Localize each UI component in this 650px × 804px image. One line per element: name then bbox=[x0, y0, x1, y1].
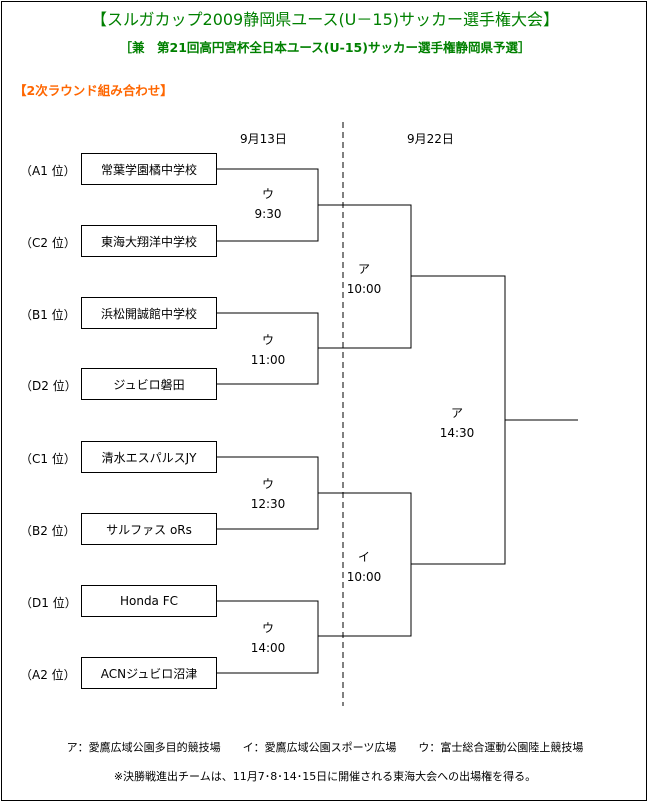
seed-label: （D2 位） bbox=[20, 379, 77, 393]
match-venue: イ bbox=[357, 550, 370, 564]
match-time: 14:30 bbox=[439, 426, 475, 440]
date-second: 9月22日 bbox=[407, 132, 454, 146]
seed-label: （D1 位） bbox=[20, 596, 77, 610]
seed-label: （A1 位） bbox=[20, 164, 76, 178]
team-box: ジュビロ磐田 bbox=[81, 368, 217, 400]
seed-label: （C1 位） bbox=[20, 452, 76, 466]
seed-label: （B2 位） bbox=[20, 524, 76, 538]
match-venue: ウ bbox=[261, 621, 274, 635]
match-label: イ 10:00 bbox=[334, 547, 394, 587]
match-time: 14:00 bbox=[250, 641, 286, 655]
match-venue: ア bbox=[357, 262, 370, 276]
seed-label: （C2 位） bbox=[20, 236, 76, 250]
date-first: 9月13日 bbox=[240, 132, 287, 146]
team-box: 常葉学園橘中学校 bbox=[81, 153, 217, 185]
match-label: ウ 9:30 bbox=[238, 184, 298, 224]
match-venue: ア bbox=[450, 406, 463, 420]
team-box: ACNジュビロ沼津 bbox=[81, 657, 217, 689]
match-venue: ウ bbox=[261, 477, 274, 491]
team-box: 東海大翔洋中学校 bbox=[81, 225, 217, 257]
footnote: ※決勝戦進出チームは、11月7･8･14･15日に開催される東海大会への出場権を… bbox=[113, 770, 537, 783]
match-time: 10:00 bbox=[346, 282, 382, 296]
match-venue: ウ bbox=[261, 333, 274, 347]
match-label: ウ 14:00 bbox=[238, 618, 298, 658]
team-box: Honda FC bbox=[81, 585, 217, 617]
page-subtitle: ［兼 第21回高円宮杯全日本ユース(U-15)サッカー選手権静岡県予選］ bbox=[119, 40, 531, 55]
match-venue: ウ bbox=[261, 187, 274, 201]
match-label: ウ 12:30 bbox=[238, 474, 298, 514]
match-label: ウ 11:00 bbox=[238, 330, 298, 370]
match-time: 11:00 bbox=[250, 353, 286, 367]
final-match-label: ア 14:30 bbox=[427, 403, 487, 443]
page-title: 【スルガカップ2009静岡県ユース(U－15)サッカー選手権大会】 bbox=[91, 10, 559, 29]
round-label: 【2次ラウンド組み合わせ】 bbox=[14, 83, 173, 98]
venues-legend: ア：愛鷹広域公園多目的競技場 イ：愛鷹広域公園スポーツ広場 ウ：富士総合運動公園… bbox=[66, 741, 584, 754]
bracket-line bbox=[217, 600, 319, 674]
team-box: 清水エスパルスJY bbox=[81, 441, 217, 473]
match-time: 9:30 bbox=[254, 207, 282, 221]
seed-label: （A2 位） bbox=[20, 668, 76, 682]
team-box: サルファス oRs bbox=[81, 513, 217, 545]
match-label: ア 10:00 bbox=[334, 259, 394, 299]
match-time: 12:30 bbox=[250, 497, 286, 511]
seed-label: （B1 位） bbox=[20, 308, 76, 322]
team-box: 浜松開誠館中学校 bbox=[81, 297, 217, 329]
match-time: 10:00 bbox=[346, 570, 382, 584]
